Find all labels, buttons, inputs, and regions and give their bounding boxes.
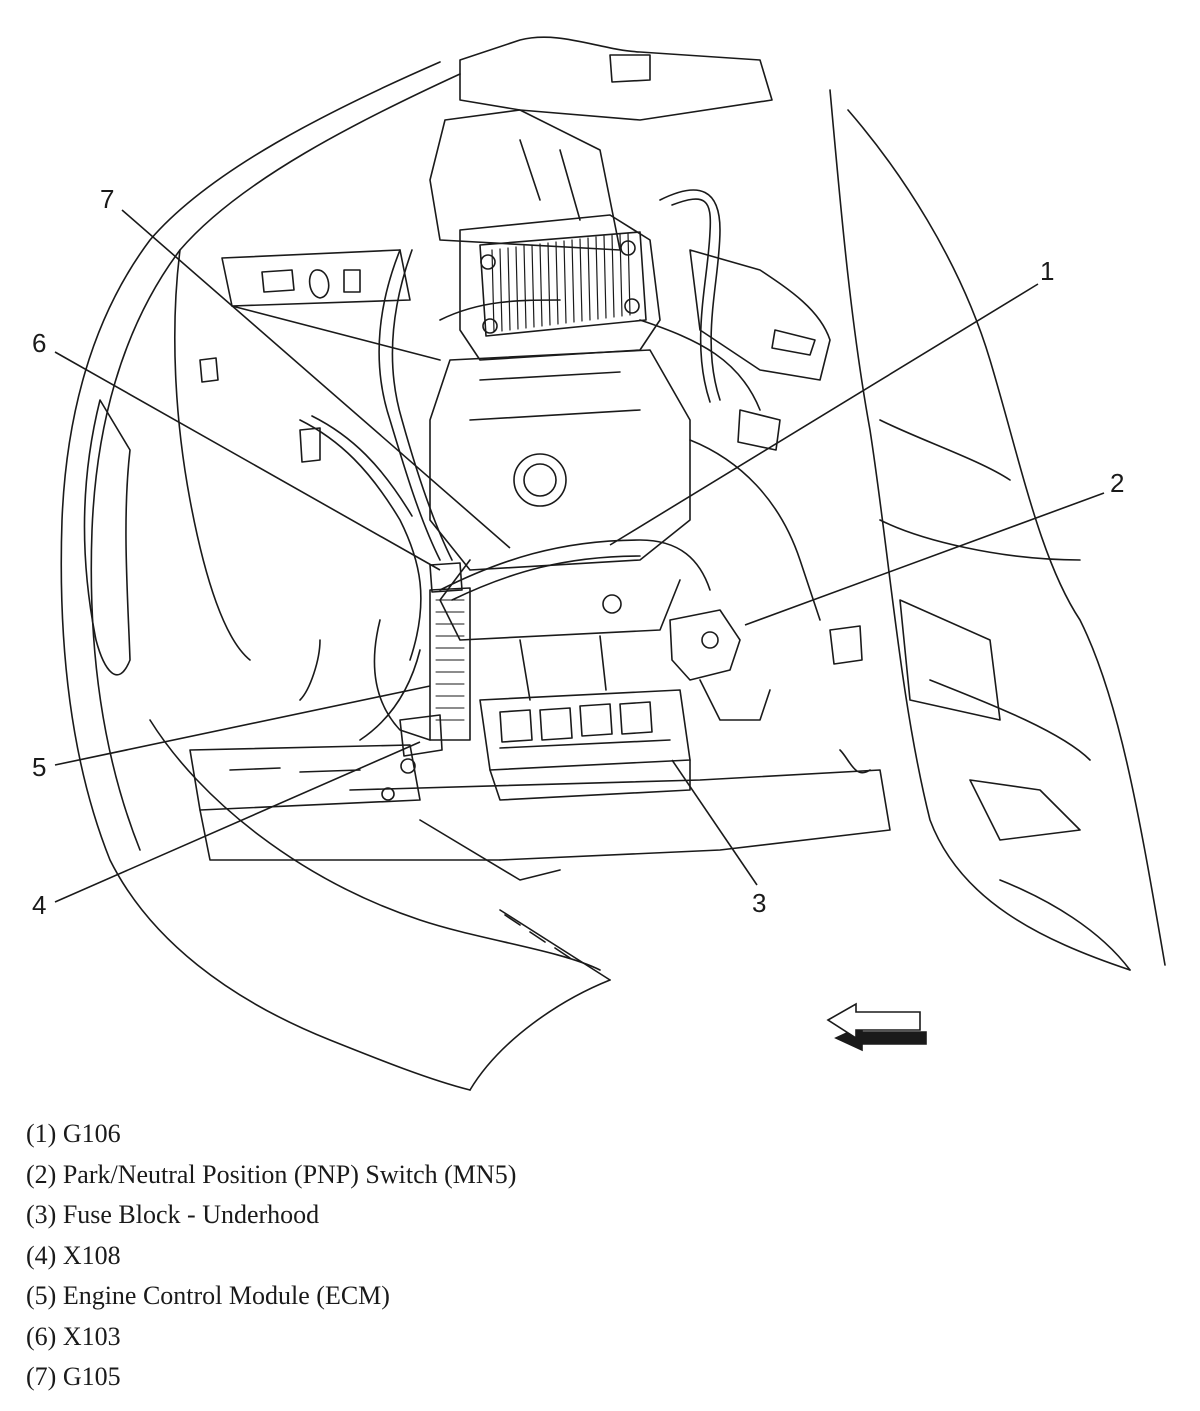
right-upper-duct xyxy=(689,249,831,381)
legend-item-6: (6) X103 xyxy=(26,1321,121,1351)
legend-item-3: (3) Fuse Block - Underhood xyxy=(26,1200,320,1229)
callout-2: 2 xyxy=(1110,468,1124,498)
callout-4: 4 xyxy=(32,890,46,920)
pnp-switch-drawing xyxy=(669,609,771,721)
component-legend: (1) G106 (2) Park/Neutral Position (PNP)… xyxy=(26,1114,516,1398)
callout-3: 3 xyxy=(752,888,766,918)
left-connector-drawing xyxy=(199,357,463,757)
left-upper-rail xyxy=(221,249,441,361)
leader-line-2 xyxy=(744,492,1105,626)
leader-line-6 xyxy=(54,351,441,571)
legend-item-5: (5) Engine Control Module (ECM) xyxy=(26,1281,390,1310)
legend-item-2: (2) Park/Neutral Position (PNP) Switch (… xyxy=(26,1159,517,1189)
leader-line-4 xyxy=(54,741,421,903)
legend-item-4: (4) X108 xyxy=(26,1240,121,1270)
leader-line-1 xyxy=(609,283,1039,546)
callout-7: 7 xyxy=(100,184,114,214)
hoses-and-harness xyxy=(299,189,821,741)
intake-plenum xyxy=(459,214,661,361)
cowl-outline xyxy=(429,36,773,251)
legend-item-1: (1) G106 xyxy=(26,1119,121,1148)
legend-item-7: (7) G105 xyxy=(26,1362,121,1391)
callout-5: 5 xyxy=(32,752,46,782)
leader-line-5 xyxy=(54,685,431,766)
engine-block xyxy=(429,349,691,701)
leader-line-7 xyxy=(121,209,511,549)
radiator-fan xyxy=(373,587,471,741)
direction-arrow-icon xyxy=(826,1002,927,1052)
fuse-block-drawing xyxy=(479,689,691,801)
left-fender-outline xyxy=(60,61,611,1091)
callout-6: 6 xyxy=(32,328,46,358)
right-fender-outline xyxy=(829,89,1166,971)
callout-numbers: 1 2 3 4 5 6 7 xyxy=(32,184,1124,920)
engine-compartment-diagram: 1 2 3 4 5 6 7 xyxy=(32,36,1166,1091)
leader-lines xyxy=(54,209,1105,903)
radiator-support xyxy=(189,744,891,881)
callout-1: 1 xyxy=(1040,256,1054,286)
leader-line-3 xyxy=(671,759,758,886)
right-ground-drawing xyxy=(737,409,863,665)
